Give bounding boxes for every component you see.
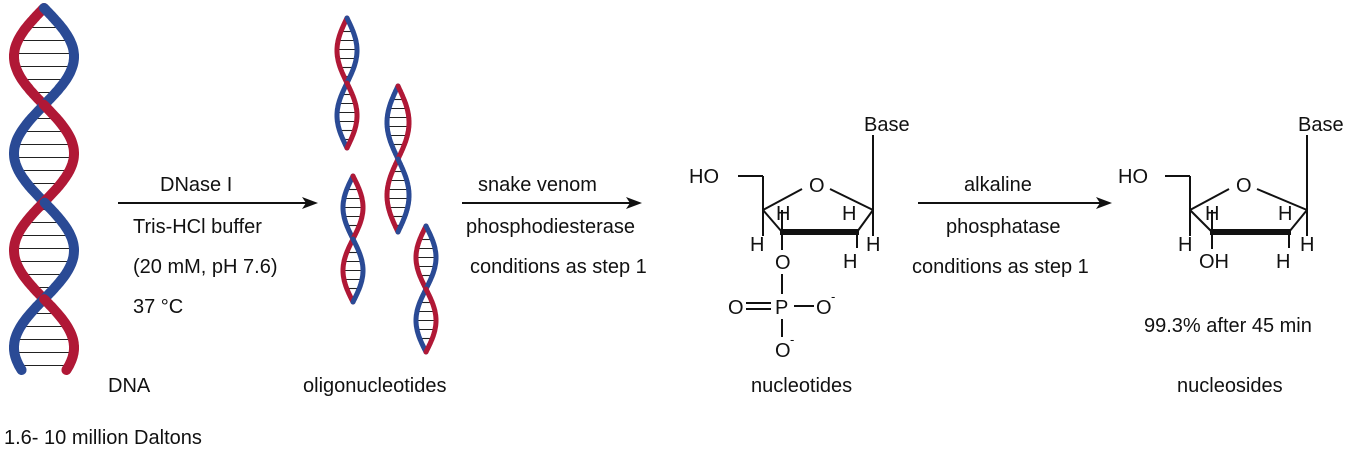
hydrogen-label: H [1276, 251, 1290, 273]
base-label: Base [1298, 114, 1344, 136]
phosphoryl-oxygen-label: O [728, 297, 744, 319]
negative-charge: - [831, 289, 835, 304]
dna-strand [340, 173, 356, 242]
dna-strand [423, 286, 439, 355]
dna-strand [9, 197, 50, 305]
dna-strand [38, 197, 79, 305]
hydrogen-label: H [776, 203, 790, 225]
step1-temperature: 37 °C [133, 296, 183, 318]
step3-reagent-line2: phosphatase [946, 216, 1061, 238]
step1-buffer-conditions: (20 mM, pH 7.6) [133, 256, 277, 278]
dna-strand [39, 294, 79, 375]
nucleoside-label: nucleosides [1177, 375, 1283, 397]
step1-arrow [118, 197, 318, 209]
dna-strand [395, 156, 412, 235]
step3-arrow [918, 197, 1112, 209]
hydrogen-label: H [842, 203, 856, 225]
dna-label: DNA [108, 375, 151, 397]
dna-strand [340, 236, 356, 305]
base-label: Base [864, 114, 910, 136]
oligo-fragment [413, 223, 439, 355]
hydrogen-label: H [866, 234, 880, 256]
hydrogen-label: H [843, 251, 857, 273]
oligo-fragment [340, 173, 366, 305]
nucleoside-yield: 99.3% after 45 min [1144, 315, 1312, 337]
oligo-fragment [334, 15, 360, 151]
dna-strand [413, 286, 429, 355]
step3-conditions: conditions as step 1 [912, 256, 1089, 278]
hydrogen-label: H [1300, 234, 1314, 256]
dna-strand [9, 294, 49, 375]
dna-strand [350, 236, 366, 305]
nucleoside-structure: Base HO O H H H H H OH [1118, 114, 1344, 273]
nucleotide-structure: Base HO O H H H H H O P O O - O - [689, 114, 910, 362]
dna-strand [413, 223, 429, 292]
dna-strand [9, 3, 49, 110]
dna-double-helix [9, 3, 79, 375]
nucleotide-label: nucleotides [751, 375, 852, 397]
hydrogen-label: H [1205, 203, 1219, 225]
oligo-fragment [384, 83, 412, 235]
step1-buffer: Tris-HCl buffer [133, 216, 262, 238]
negative-charge: - [790, 332, 794, 347]
hydrogen-label: H [1278, 203, 1292, 225]
step2-arrow [462, 197, 642, 209]
phosphorus-label: P [775, 297, 788, 319]
step3-reagent-line1: alkaline [964, 174, 1032, 196]
ring-oxygen-label: O [809, 175, 825, 197]
dna-strand [344, 80, 360, 151]
hydrogen-label: H [750, 234, 764, 256]
hydroxyl-label: HO [689, 166, 719, 188]
dna-strand [384, 83, 401, 162]
anionic-oxygen-label: O [816, 297, 832, 319]
dna-strand [39, 3, 79, 110]
anionic-oxygen-label: O [775, 340, 791, 362]
step2-reagent-line2: phosphodiesterase [466, 216, 635, 238]
ring-oxygen-label: O [1236, 175, 1252, 197]
dna-strand [350, 173, 366, 242]
dna-strand [423, 223, 439, 292]
dna-strand [9, 99, 50, 207]
hydroxyl-label: HO [1118, 166, 1148, 188]
dna-strand [334, 80, 350, 151]
dna-size-note: 1.6- 10 million Daltons [4, 427, 202, 449]
dna-strand [334, 15, 350, 86]
hydroxyl-3prime-label: OH [1199, 251, 1229, 273]
step2-reagent-line1: snake venom [478, 174, 597, 196]
hydrogen-label: H [1178, 234, 1192, 256]
oligo-label: oligonucleotides [303, 375, 446, 397]
dna-strand [384, 156, 401, 235]
step1-reagent: DNase I [160, 174, 232, 196]
dna-strand [344, 15, 360, 86]
dna-strand [38, 99, 79, 207]
dna-strand [395, 83, 412, 162]
step2-conditions: conditions as step 1 [470, 256, 647, 278]
bridging-oxygen-label: O [775, 252, 791, 274]
